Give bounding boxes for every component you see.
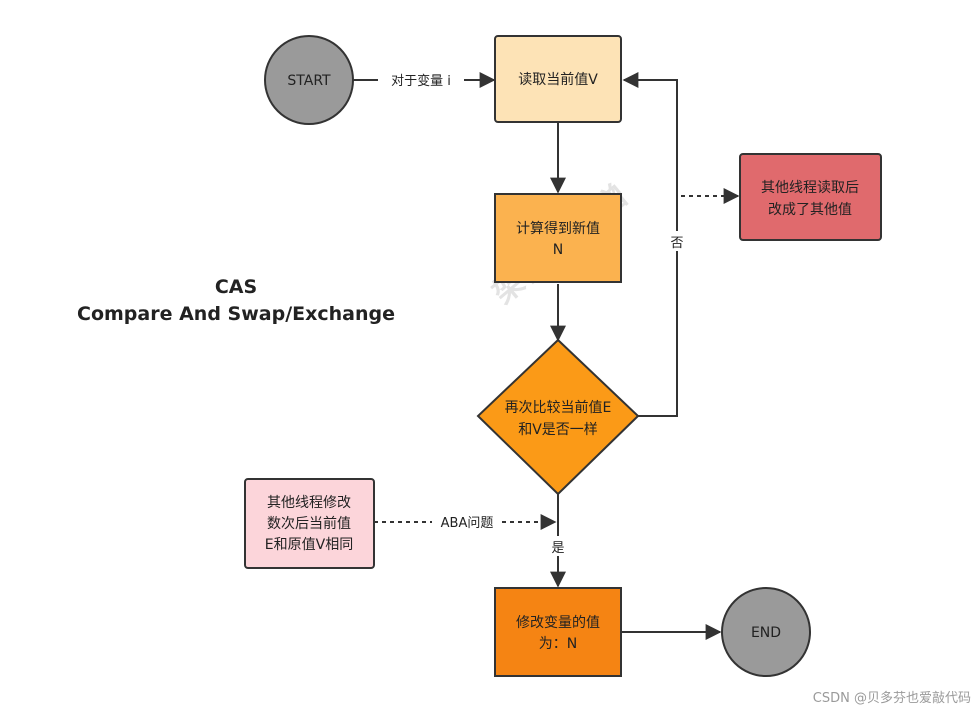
end-node (721, 587, 811, 677)
end-label: END (751, 625, 781, 641)
edge-label-bg (549, 536, 567, 556)
aba-case-node (244, 478, 375, 569)
edge-label-bg (378, 70, 464, 90)
other-thread-label-line2: 改成了其他值 (768, 202, 852, 218)
other-thread-label-line1: 其他线程读取后 (761, 179, 859, 196)
read-value-node (494, 35, 622, 123)
aba-case-label-line3: E和原值V相同 (265, 537, 353, 553)
start-node (264, 35, 354, 125)
edge-label-for-variable: 对于变量 i (391, 73, 451, 89)
compare-label-line2: 和V是否一样 (518, 422, 598, 438)
update-label-line2: 为：N (539, 636, 577, 652)
read-value-label: 读取当前值V (518, 71, 598, 88)
compute-node (494, 193, 622, 283)
diagram-title-line2: Compare And Swap/Exchange (77, 303, 395, 325)
other-thread-node (739, 153, 882, 241)
edge-label-aba-problem: ABA问题 (441, 516, 494, 531)
aba-case-label-line1: 其他线程修改 (267, 495, 351, 511)
credit-watermark: CSDN @贝多芬也爱敲代码 (812, 691, 971, 706)
edge-label-no: 否 (670, 236, 683, 251)
edge-label-bg (668, 231, 686, 251)
update-label-line1: 修改变量的值 (516, 615, 600, 631)
update-node (494, 587, 622, 677)
diagram-title-line1: CAS (215, 276, 257, 298)
aba-case-label-line2: 数次后当前值 (267, 515, 351, 532)
edge-label-yes: 是 (551, 541, 564, 556)
compare-decision-node (476, 338, 640, 496)
start-label: START (287, 73, 331, 89)
compute-label-line1: 计算得到新值 (516, 220, 600, 237)
compute-label-line2: N (553, 242, 563, 258)
edge-label-bg (432, 512, 502, 532)
compare-label-line1: 再次比较当前值E (505, 399, 612, 416)
